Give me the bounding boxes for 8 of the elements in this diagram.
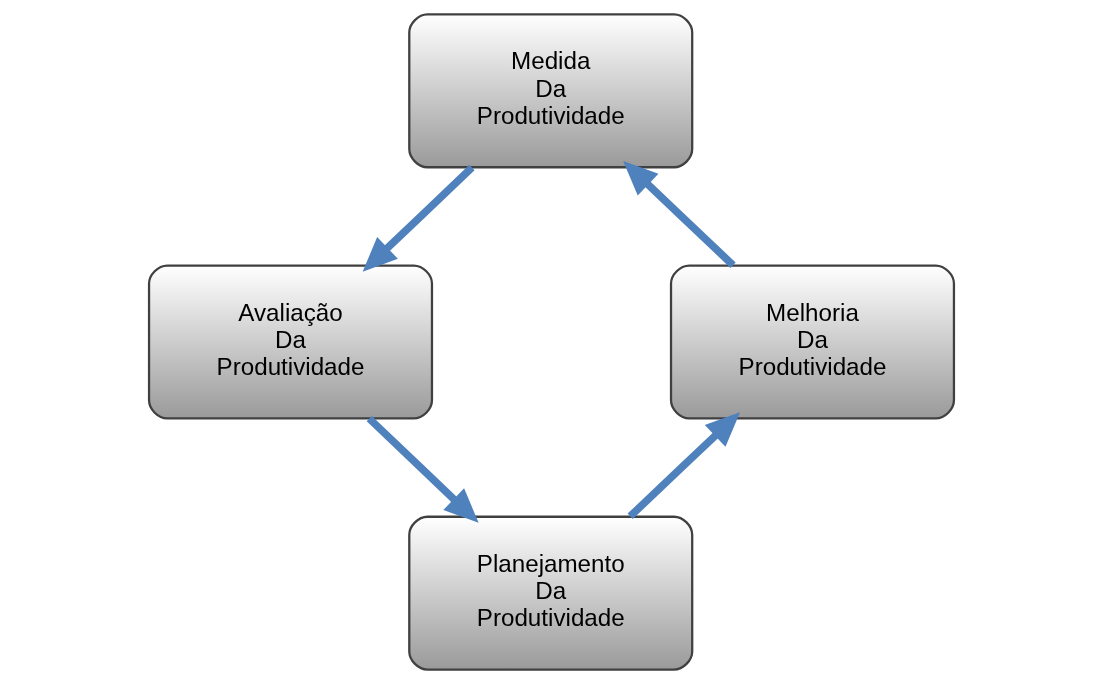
node-box: Planejamento Da Produtividade <box>407 515 693 671</box>
node-box: Melhoria Da Produtividade <box>669 264 955 420</box>
arrow <box>366 415 479 523</box>
node-box: Avaliação Da Produtividade <box>147 264 433 420</box>
arrow <box>362 164 475 272</box>
arrow <box>622 161 736 268</box>
node-box: Medida Da Produtividade <box>407 13 693 169</box>
arrow <box>627 412 740 520</box>
